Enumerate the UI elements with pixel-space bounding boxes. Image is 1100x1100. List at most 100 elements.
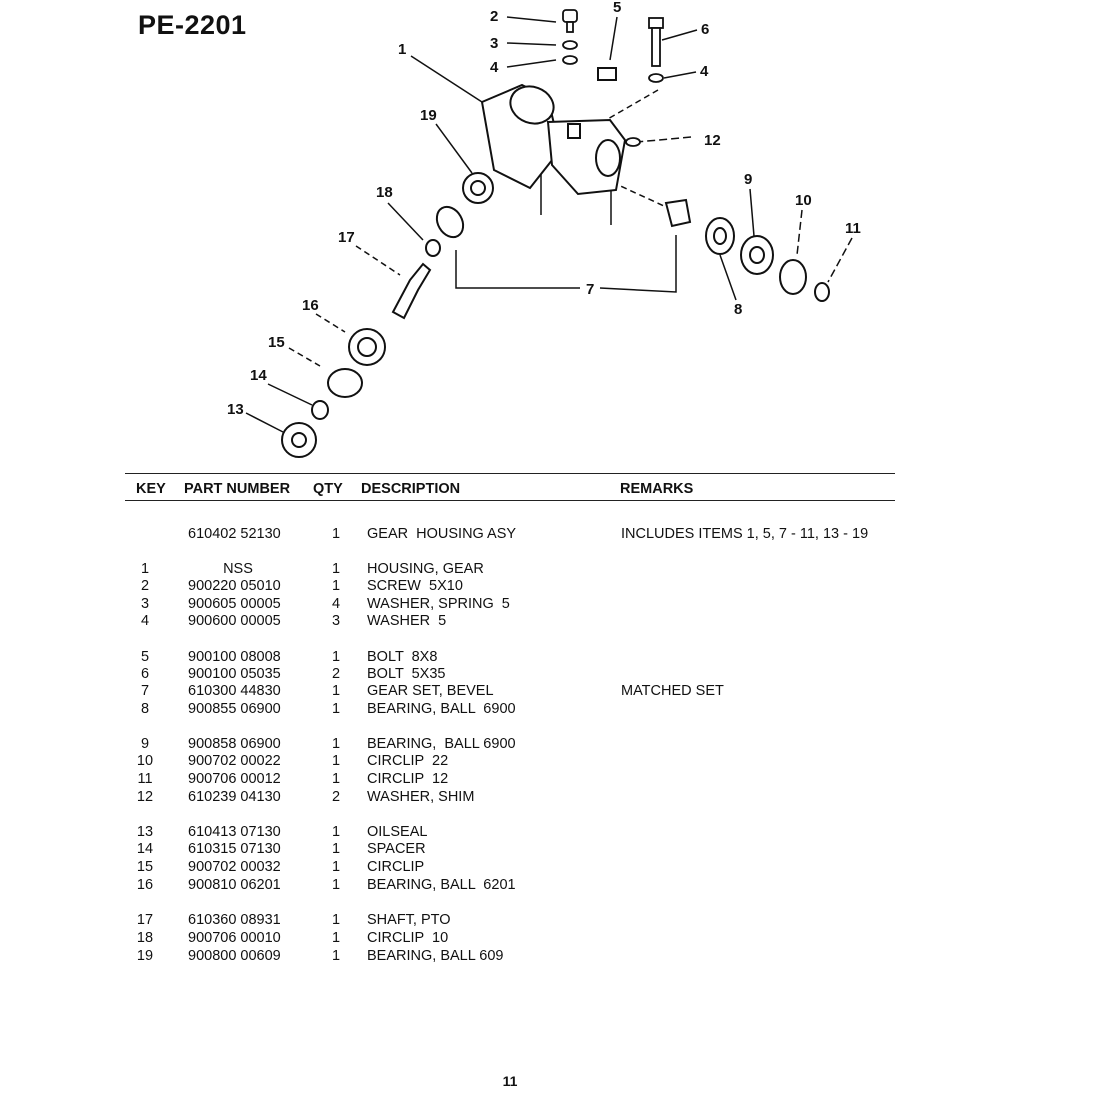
row-part-number: 900100 05035 [188,666,281,682]
row-key: 17 [136,912,154,928]
table-row: 13 610413 07130 1 OILSEAL [0,824,1100,842]
row-qty: 1 [331,578,341,594]
row-key: 13 [136,824,154,840]
table-row: 6 900100 05035 2 BOLT 5X35 [0,666,1100,684]
row-part-number: 900220 05010 [188,578,281,594]
row-description: OILSEAL [367,824,428,840]
table-row: 2 900220 05010 1 SCREW 5X10 [0,578,1100,596]
row-description: CIRCLIP [367,859,425,875]
row-description: BEARING, BALL 6201 [367,877,516,893]
row-qty: 1 [331,736,341,752]
callout-19: 19 [420,107,437,124]
row-key: 14 [136,841,154,857]
row-qty: 1 [331,912,341,928]
callout-4b: 4 [700,63,709,80]
row-part-number: 900605 00005 [188,596,281,612]
table-row: 1 NSS 1 HOUSING, GEAR [0,561,1100,579]
row-part-number: 900810 06201 [188,877,281,893]
row-part-number: 610402 52130 [188,526,281,542]
row-description: BEARING, BALL 609 [367,948,504,964]
row-description: HOUSING, GEAR [367,561,484,577]
row-description: WASHER, SHIM [367,789,475,805]
row-part-number: 610360 08931 [188,912,281,928]
callout-3: 3 [490,35,498,52]
row-qty: 1 [331,753,341,769]
callout-6: 6 [701,21,709,38]
callout-17: 17 [338,229,355,246]
row-description: GEAR HOUSING ASY [367,526,517,542]
row-description: SPACER [367,841,426,857]
row-description: CIRCLIP 12 [367,771,449,787]
row-part-number: 610413 07130 [188,824,281,840]
row-description: BOLT 5X35 [367,666,446,682]
row-description: BEARING, BALL 6900 [367,701,516,717]
row-key: 18 [136,930,154,946]
row-remarks: MATCHED SET [621,683,724,699]
row-qty: 2 [331,666,341,682]
row-description: GEAR SET, BEVEL [367,683,494,699]
table-row: 18 900706 00010 1 CIRCLIP 10 [0,930,1100,948]
header-qty: QTY [313,481,343,497]
callout-8: 8 [734,301,742,318]
table-row: 17 610360 08931 1 SHAFT, PTO [0,912,1100,930]
row-qty: 1 [331,824,341,840]
row-key: 10 [136,753,154,769]
row-description: CIRCLIP 10 [367,930,449,946]
row-description: SCREW 5X10 [367,578,463,594]
row-key: 1 [140,561,150,577]
row-key: 2 [140,578,150,594]
row-part-number: NSS [223,561,253,577]
row-description: WASHER, SPRING 5 [367,596,510,612]
row-part-number: 610315 07130 [188,841,281,857]
row-qty: 1 [331,877,341,893]
header-key: KEY [136,481,166,497]
row-part-number: 610239 04130 [188,789,281,805]
row-part-number: 900100 08008 [188,649,281,665]
row-part-number: 900702 00022 [188,753,281,769]
callout-18: 18 [376,184,393,201]
row-key: 12 [136,789,154,805]
row-qty: 3 [331,613,341,629]
row-qty: 1 [331,948,341,964]
row-part-number: 900706 00012 [188,771,281,787]
callout-10: 10 [795,192,812,209]
row-key: 11 [137,771,153,787]
callout-4: 4 [490,59,499,76]
callout-13: 13 [227,401,244,418]
callout-1: 1 [398,41,406,58]
row-key: 19 [136,948,154,964]
callout-7: 7 [586,281,594,298]
row-key: 6 [140,666,150,682]
row-part-number: 900706 00010 [188,930,281,946]
row-key: 5 [140,649,150,665]
row-qty: 1 [331,526,341,542]
row-remarks: INCLUDES ITEMS 1, 5, 7 - 11, 13 - 19 [621,526,869,542]
row-qty: 1 [331,701,341,717]
table-header-rule [125,500,895,501]
page-number: 11 [502,1073,518,1089]
row-description: CIRCLIP 22 [367,753,449,769]
row-qty: 1 [331,930,341,946]
row-description: BEARING, BALL 6900 [367,736,516,752]
row-part-number: 900600 00005 [188,613,281,629]
table-top-rule [125,473,895,474]
callout-9: 9 [744,171,752,188]
exploded-parts-diagram: 2 3 4 5 6 4 1 12 19 18 17 16 15 14 13 7 … [227,0,861,458]
row-qty: 1 [331,683,341,699]
row-description: SHAFT, PTO [367,912,451,928]
row-key: 15 [136,859,154,875]
callout-14: 14 [250,367,267,384]
row-qty: 1 [331,561,341,577]
table-row: 10 900702 00022 1 CIRCLIP 22 [0,753,1100,771]
